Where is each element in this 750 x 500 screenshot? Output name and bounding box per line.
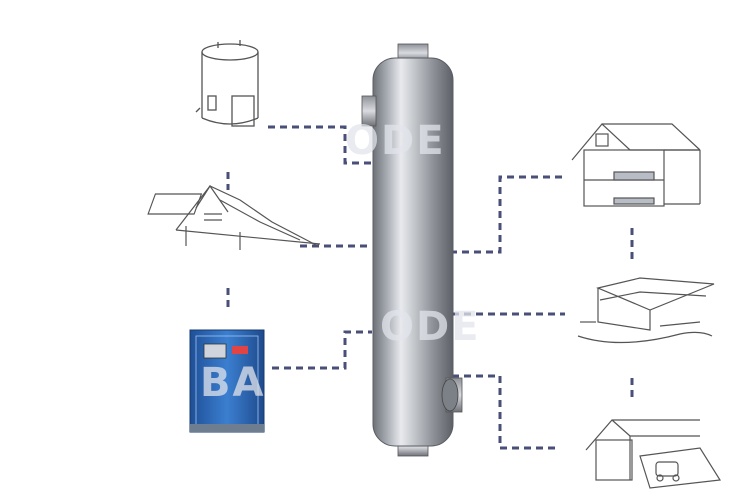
water-heater-tank-icon <box>195 40 259 127</box>
control-cabinet-icon <box>189 329 265 433</box>
heat-exchanger-icon <box>361 43 463 457</box>
connector-lines <box>226 125 634 450</box>
solar-roof-icon <box>147 184 321 250</box>
garage-driveway-icon <box>585 419 722 489</box>
connector-tank <box>268 125 372 165</box>
house-floor-heating-icon <box>571 123 701 207</box>
connector-garage <box>452 374 560 450</box>
swimming-pool-icon <box>577 277 715 344</box>
connector-house <box>452 175 562 254</box>
connector-cabinet <box>272 330 372 370</box>
